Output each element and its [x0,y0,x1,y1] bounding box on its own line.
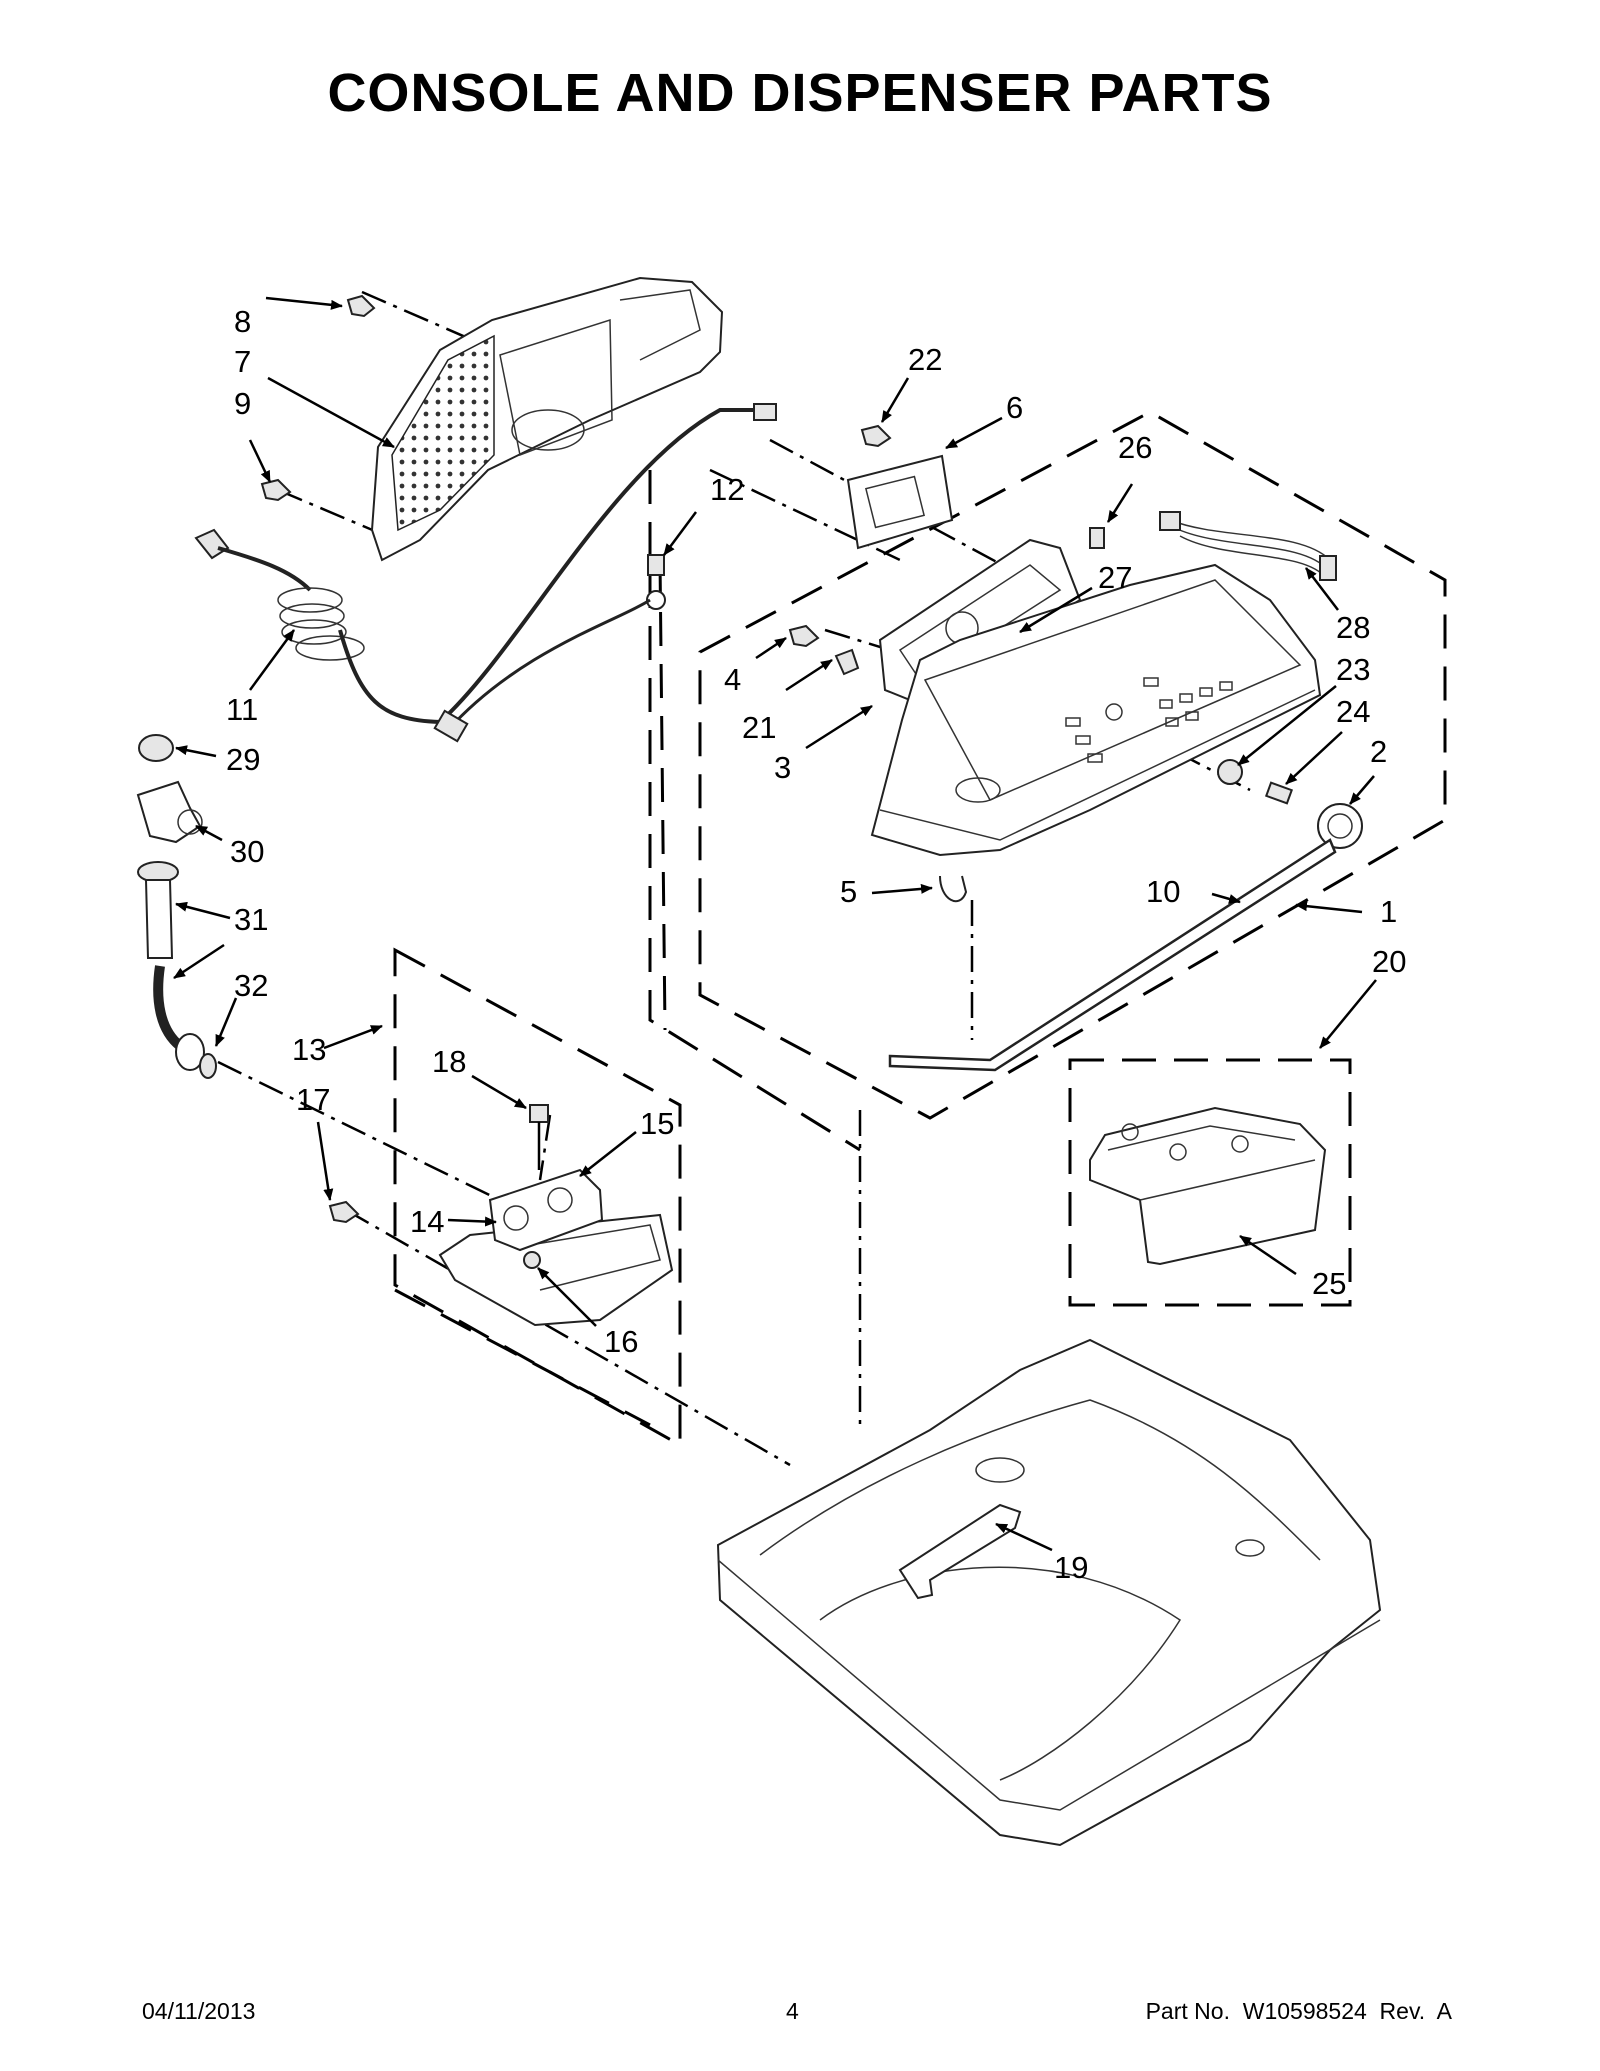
lid-bracket-19 [898,1503,1022,1600]
callout-11: 11 [226,692,258,727]
leader-arrows [173,296,1377,1552]
screw-17 [328,1200,360,1224]
callout-10: 10 [1146,874,1180,909]
callout-32: 32 [234,968,268,1003]
footer-date: 04/11/2013 [142,1998,256,2024]
callout-28: 28 [1336,610,1370,645]
callout-7: 7 [234,344,251,379]
callout-18: 18 [432,1044,466,1079]
knob-2 [1317,803,1363,849]
inlet-connector-30 [136,780,203,844]
wire-harness [1159,511,1337,581]
screw-22 [860,424,892,448]
dispenser-drawer [1089,1106,1327,1266]
callout-27: 27 [1098,560,1132,595]
inner-harness-outline [648,470,861,1152]
callout-labels: 8 7 9 12 11 22 6 26 27 28 4 21 3 23 24 2… [226,304,1406,1585]
callout-1: 1 [1380,894,1397,929]
console-buttons [1065,677,1233,763]
callout-25: 25 [1312,1266,1346,1301]
callout-9: 9 [234,386,251,421]
callout-16: 16 [604,1324,638,1359]
page-title: CONSOLE AND DISPENSER PARTS [327,63,1273,123]
callout-15: 15 [640,1106,674,1141]
callout-6: 6 [1006,390,1023,425]
callout-5: 5 [840,874,857,909]
callout-4: 4 [724,662,741,697]
callout-19: 19 [1054,1550,1088,1585]
power-cord [194,403,777,743]
nut-23 [1217,759,1243,785]
rear-console-cover [370,276,724,562]
clip-21 [834,648,860,676]
callout-12: 12 [710,472,744,507]
callout-24: 24 [1336,694,1370,729]
callout-22: 22 [908,342,942,377]
callout-14: 14 [410,1204,444,1239]
screw-8 [346,294,376,318]
bracket-26 [1089,527,1105,549]
top-panel [716,1338,1382,1847]
callout-20: 20 [1372,944,1406,979]
screw-9 [260,478,292,502]
inlet-screen-29 [138,734,174,762]
callout-13: 13 [292,1032,326,1067]
ui-board [846,454,954,550]
ground-screw-12 [646,554,666,610]
footer-page-number: 4 [786,1998,799,2024]
screw-4 [788,624,820,648]
callout-2: 2 [1370,734,1387,769]
callout-29: 29 [226,742,260,777]
wire-16 [523,1251,541,1269]
callout-23: 23 [1336,652,1370,687]
callout-8: 8 [234,304,251,339]
screw-18 [529,1104,549,1170]
callout-31: 31 [234,902,268,937]
shaft-24 [1264,781,1294,805]
callout-21: 21 [742,710,776,745]
valve-group-outline [393,947,682,1448]
inlet-hose [153,965,217,1079]
console [870,563,1322,857]
console-group-outline [658,410,1447,1120]
callout-26: 26 [1118,430,1152,465]
dispenser-group-outline [1068,1058,1352,1307]
callout-17: 17 [296,1082,330,1117]
callout-3: 3 [774,750,791,785]
console-trim [888,838,1337,1072]
retainer-5 [939,875,968,903]
callout-30: 30 [230,834,264,869]
footer-part-number: Part No. W10598524 Rev. A [1145,1998,1452,2024]
inlet-tube-31 [137,861,179,959]
